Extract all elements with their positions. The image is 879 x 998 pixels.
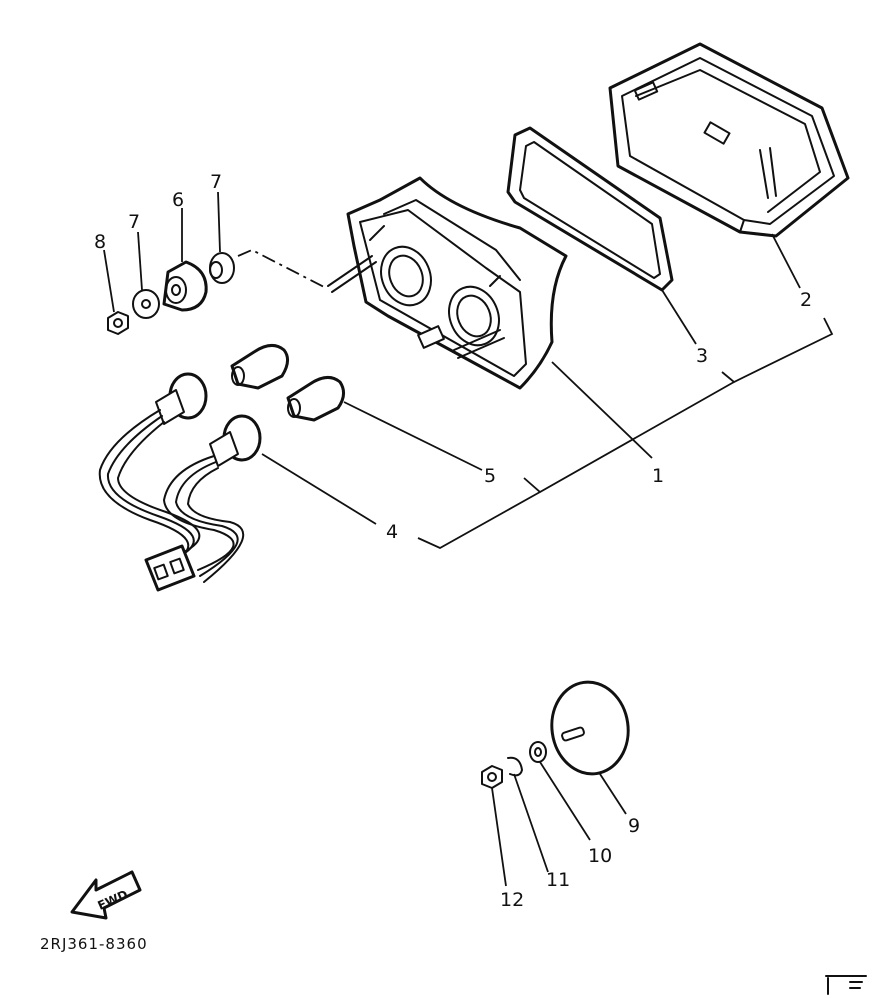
diagram-code: 2RJ361-8360: [40, 935, 148, 953]
callout-1: 1: [652, 465, 664, 487]
callout-9: 9: [628, 815, 640, 837]
callout-11: 11: [546, 869, 570, 891]
callout-5: 5: [484, 465, 496, 487]
mounting-grommet-stack: [107, 252, 235, 335]
tail-light-housing: [327, 176, 568, 390]
callout-4: 4: [386, 521, 398, 543]
leader-lines: [103, 191, 834, 887]
callout-2: 2: [800, 289, 812, 311]
callout-7-left: 7: [128, 211, 140, 233]
callout-12: 12: [500, 889, 524, 911]
tail-lens: [608, 42, 850, 238]
forward-direction-arrow: FWD: [70, 870, 142, 920]
callout-3: 3: [696, 345, 708, 367]
callout-10: 10: [588, 845, 612, 867]
lens-gasket: [506, 126, 674, 292]
callout-6: 6: [172, 189, 184, 211]
callout-numbers: 1 2 3 4 5 6 7 7 8 9 10 11 12: [94, 171, 812, 911]
reflector-and-fasteners: [481, 680, 630, 789]
callout-8: 8: [94, 231, 106, 253]
callout-7-right: 7: [210, 171, 222, 193]
bulbs: [230, 344, 345, 422]
bulb-sockets-and-wire-harness: [98, 372, 262, 592]
corner-mark: [825, 975, 867, 995]
